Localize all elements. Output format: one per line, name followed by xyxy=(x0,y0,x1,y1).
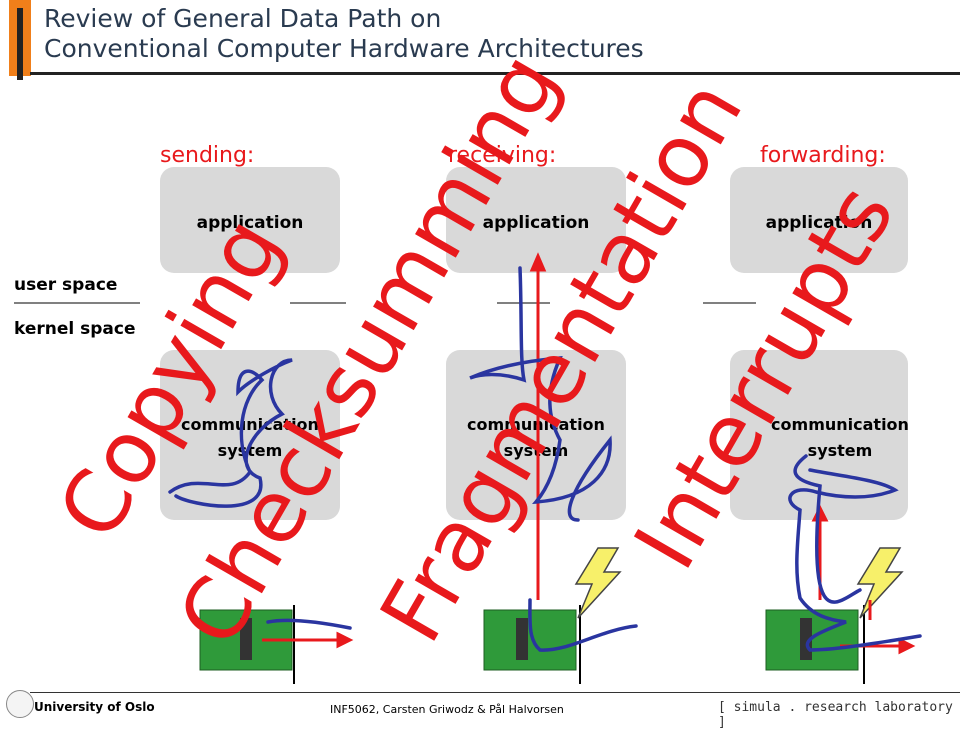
application-box-receiving: application xyxy=(446,167,626,273)
footer-university: University of Oslo xyxy=(34,700,155,714)
footer-course: INF5062, Carsten Griwodz & Pål Halvorsen xyxy=(330,703,564,716)
heading-sending: sending: xyxy=(160,143,254,168)
application-label: application xyxy=(197,213,304,233)
network-card-receiving xyxy=(483,605,581,684)
title-line-2: Conventional Computer Hardware Architect… xyxy=(44,34,644,63)
data-path-diagram: sending: receiving: forwarding: applicat… xyxy=(14,37,922,684)
application-box-forwarding: application xyxy=(730,167,908,273)
communication-system-box-receiving: communication system xyxy=(446,350,626,520)
data-path-scribbles xyxy=(168,266,922,652)
application-box-sending: application xyxy=(160,167,340,273)
communication-label: communication xyxy=(181,415,319,434)
communication-system-box-sending: communication system xyxy=(160,350,340,520)
kernel-space-label: kernel space xyxy=(14,319,136,339)
footer-lab-logo: [ simula . research laboratory ] xyxy=(718,700,953,730)
heading-forwarding: forwarding: xyxy=(760,143,886,168)
user-space-label: user space xyxy=(14,275,117,295)
communication-label: communication xyxy=(467,415,605,434)
slide-title: Review of General Data Path on Conventio… xyxy=(44,4,644,64)
system-label: system xyxy=(808,441,873,460)
interrupt-bolt-icon xyxy=(856,547,904,619)
interrupt-bolt-icon xyxy=(574,547,622,619)
footer-rule xyxy=(30,692,960,693)
university-seal-icon xyxy=(6,690,34,718)
communication-label: communication xyxy=(771,415,909,434)
data-path-arrows xyxy=(262,252,916,655)
heading-receiving: receiving: xyxy=(448,143,556,168)
application-label: application xyxy=(483,213,590,233)
application-label: application xyxy=(766,213,873,233)
title-line-1: Review of General Data Path on xyxy=(44,4,442,33)
system-label: system xyxy=(504,441,569,460)
title-rule xyxy=(30,72,960,75)
system-label: system xyxy=(218,441,283,460)
communication-system-box-forwarding: communication system xyxy=(730,350,909,520)
title-accent-line xyxy=(17,8,23,80)
